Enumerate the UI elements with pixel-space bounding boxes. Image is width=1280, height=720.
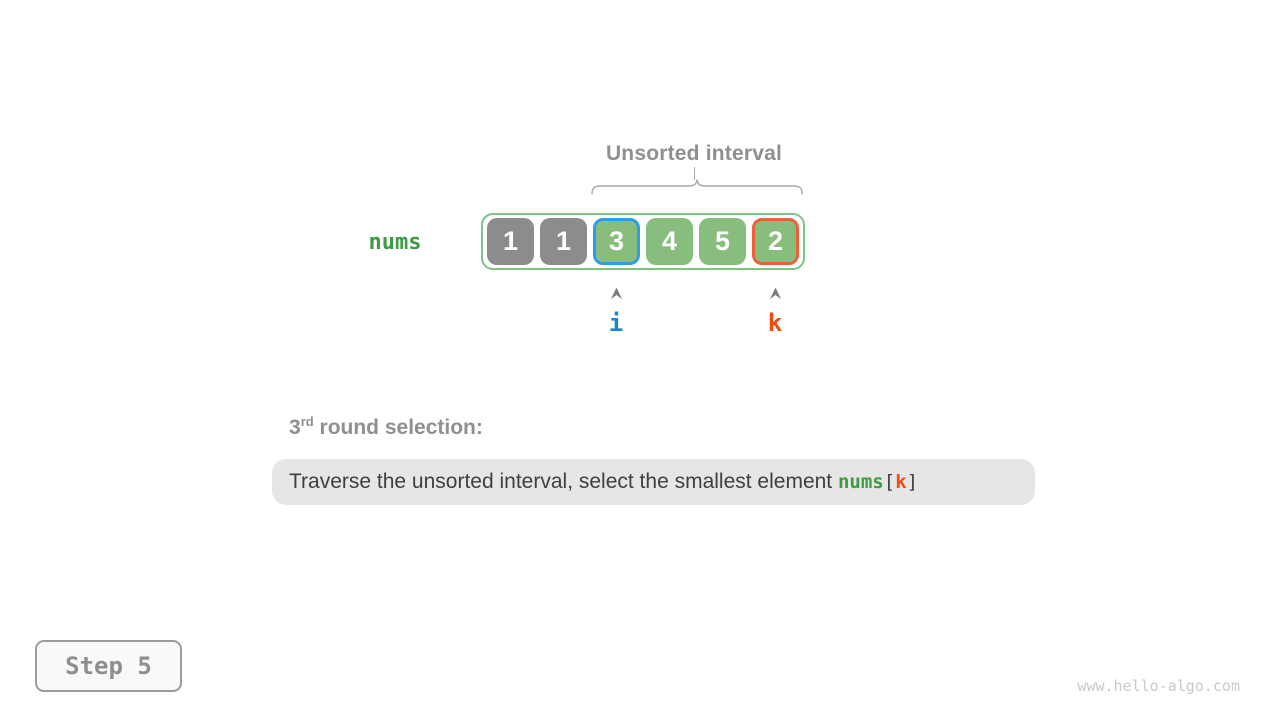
unsorted-interval-label: Unsorted interval [605,142,783,165]
watermark: www.hello-algo.com [1077,677,1240,695]
interval-connector-line [694,167,696,180]
round-ordinal: rd [300,414,314,429]
array-cell-5-pointer-k: 2 [752,218,799,265]
round-heading: 3rd round selection: [289,414,483,440]
code-bracket-close: ] [906,471,919,493]
code-bracket-open: [ [883,471,896,493]
array-name-label: nums [368,230,422,255]
description-box: Traverse the unsorted interval, select t… [272,459,1035,505]
round-text: round selection: [313,416,483,439]
pointer-i-label: i [608,309,624,337]
pointer-k-arrow-icon [769,287,782,300]
array-cell-1: 1 [540,218,587,265]
pointer-i-arrow-icon [610,287,623,300]
array-container: 1 1 3 4 5 2 [481,213,805,270]
array-cell-2-pointer-i: 3 [593,218,640,265]
array-cell-0: 1 [487,218,534,265]
description-text: Traverse the unsorted interval, select t… [289,470,838,493]
array-cell-4: 5 [699,218,746,265]
array-cell-3: 4 [646,218,693,265]
round-number: 3 [289,416,301,439]
pointer-k-label: k [767,309,783,337]
interval-brace-icon [591,179,803,195]
code-k: k [895,471,907,493]
code-nums: nums [837,471,884,493]
step-badge: Step 5 [35,640,182,692]
